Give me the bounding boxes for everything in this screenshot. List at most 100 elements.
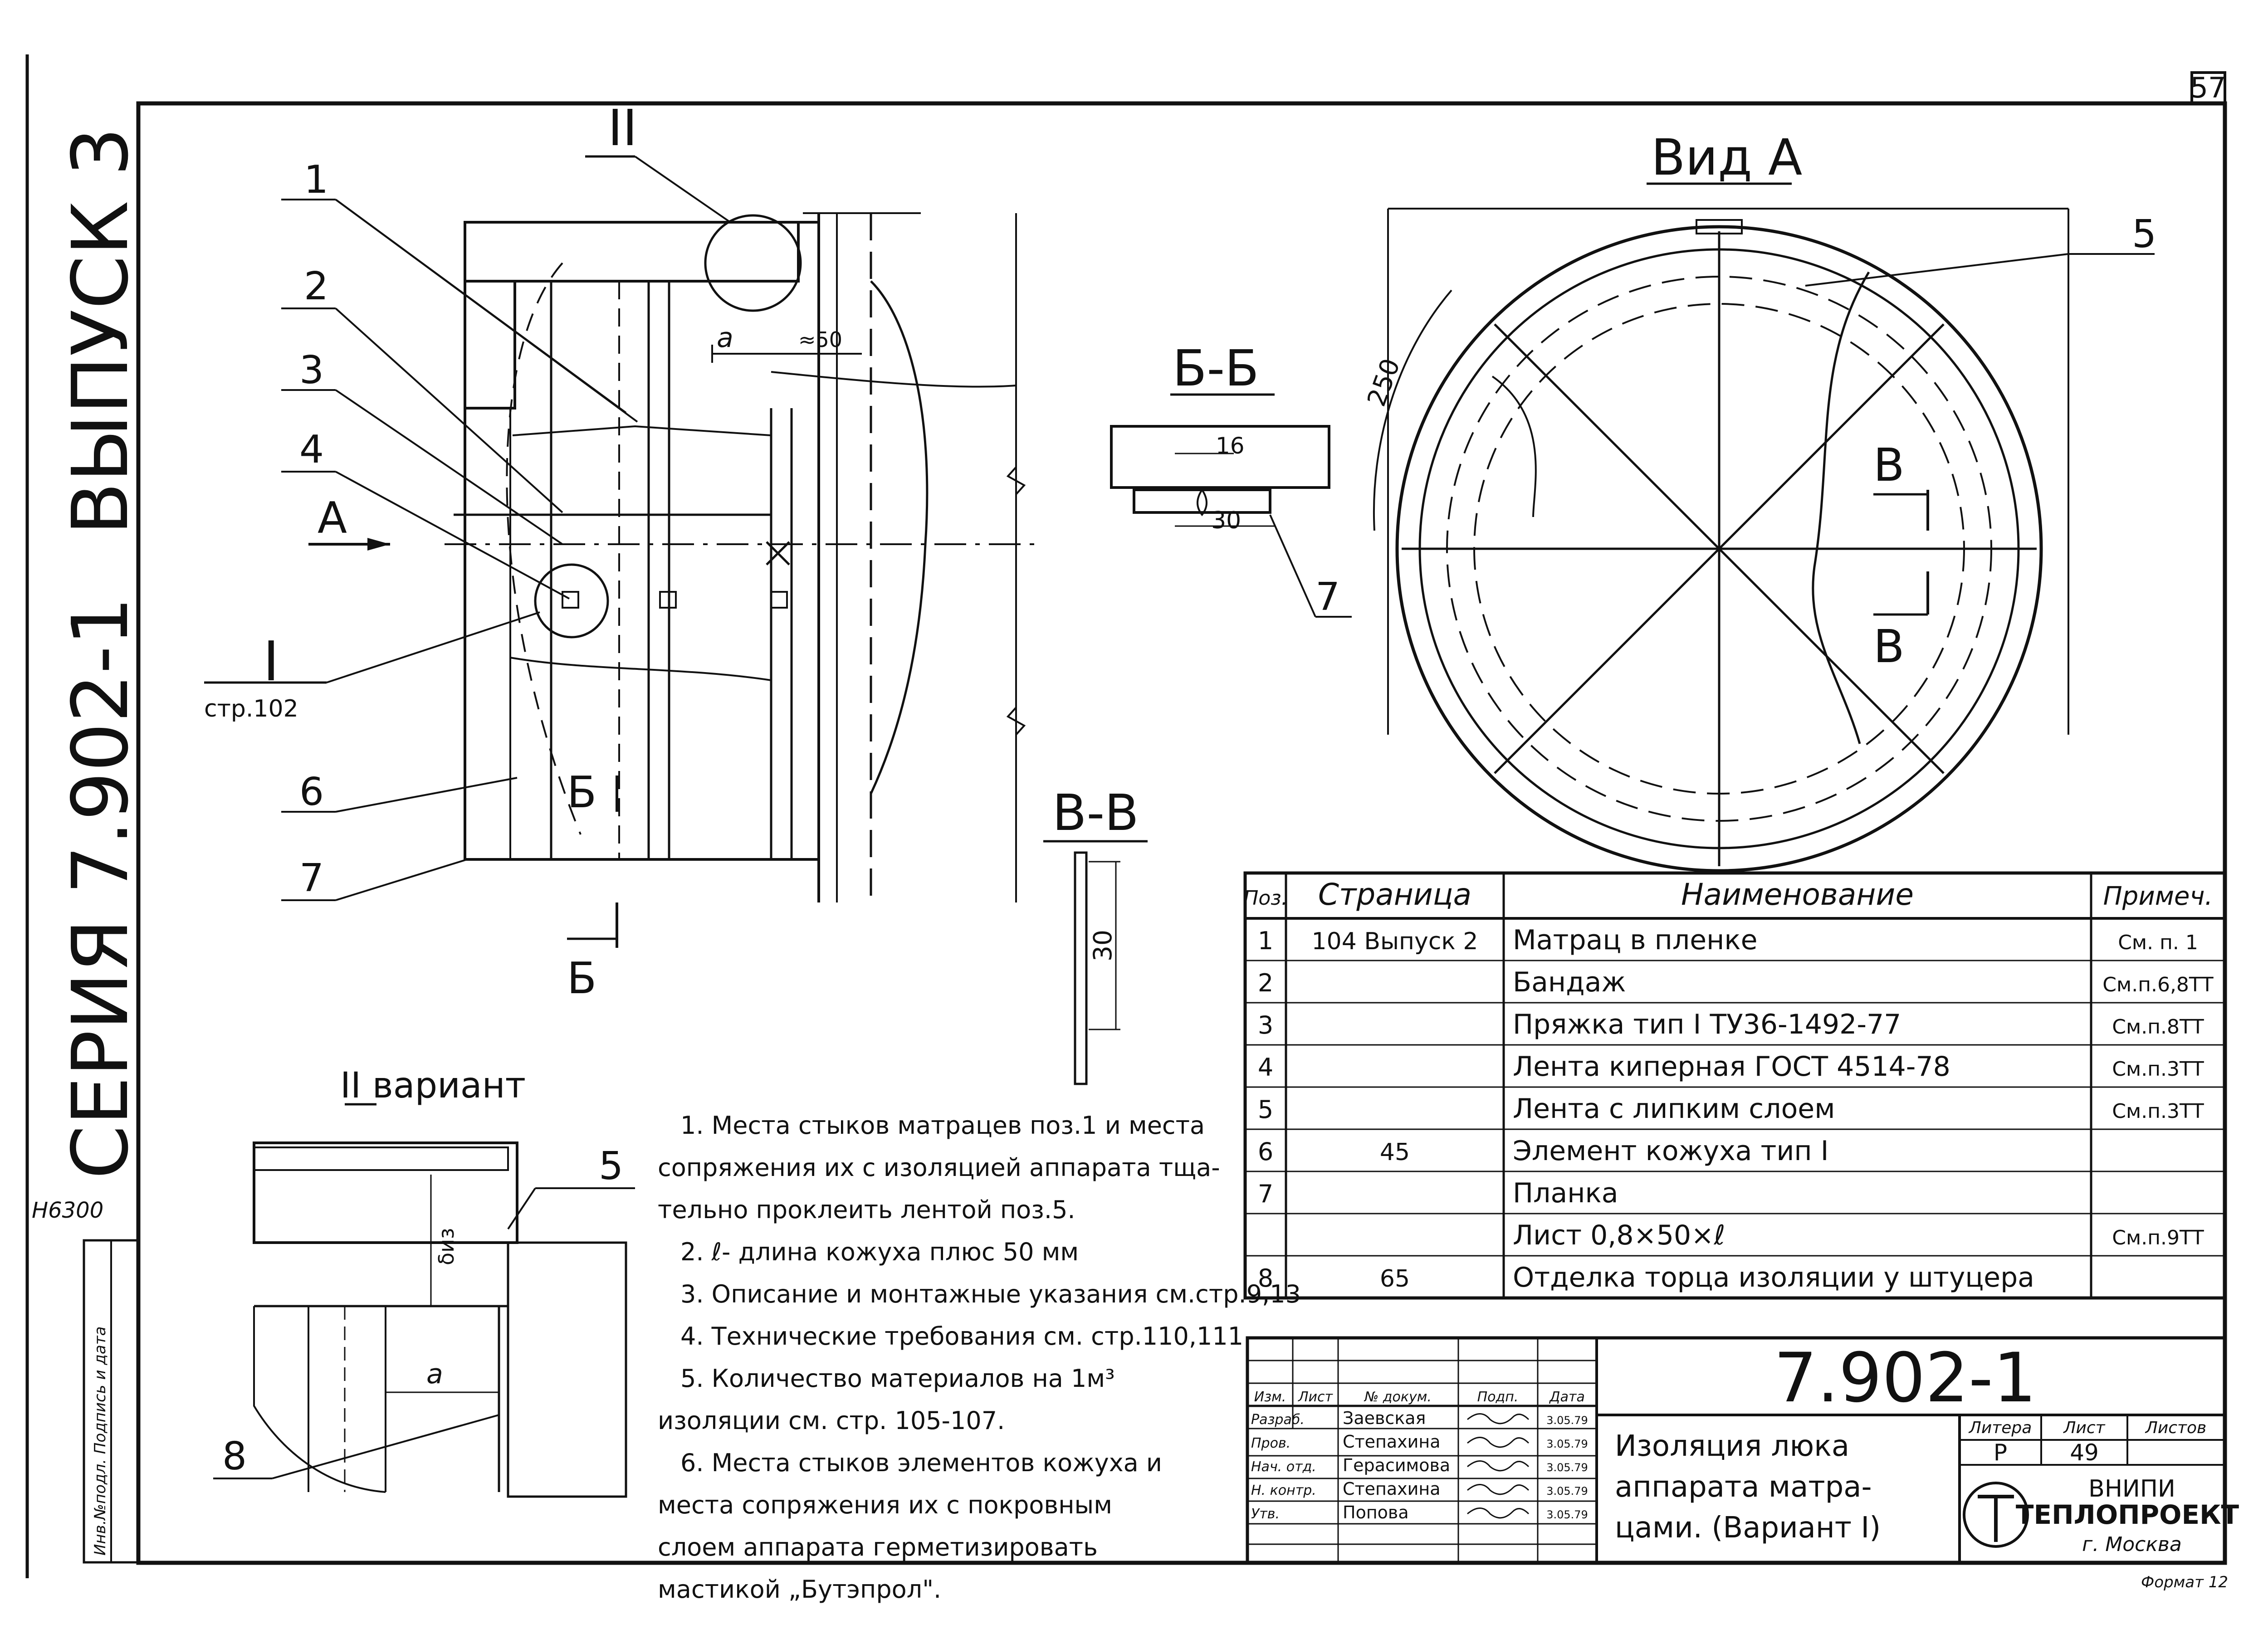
signature-mark <box>1467 1507 1530 1519</box>
doc-number: 7.902-1 <box>1774 1339 2037 1418</box>
roman-1-label: I <box>263 630 279 693</box>
callout-1: 1 <box>304 157 328 202</box>
spec-table-cell: Элемент кожуха тип I <box>1513 1135 1828 1167</box>
org-line-2: ТЕПЛОПРОЕКТ <box>2016 1499 2239 1530</box>
spec-table-cell: См.п.3ТТ <box>2112 1058 2204 1081</box>
page-number-box: 57 <box>2190 71 2226 105</box>
signature-mark <box>1467 1460 1530 1472</box>
note-line: изоляции см. стр. 105-107. <box>658 1406 1005 1435</box>
callout-7-bb: 7 <box>1315 575 1340 619</box>
person-role: Разраб. <box>1251 1412 1305 1428</box>
callout-7: 7 <box>299 856 324 901</box>
callout-6: 6 <box>299 770 324 815</box>
flange-outer-circle <box>1395 225 2043 873</box>
title-block-header-cell: Изм. <box>1254 1389 1286 1405</box>
person-name: Степахина <box>1343 1432 1441 1452</box>
note-line: 5. Количество материалов на 1м³ <box>680 1364 1115 1393</box>
signature-mark <box>1467 1413 1530 1424</box>
spec-table-cell: 1 <box>1258 927 1273 955</box>
cut-b-bottom-label: Б <box>567 954 596 1004</box>
stage-header: Литера <box>1968 1419 2032 1437</box>
spec-table-cell: См.п.9ТТ <box>2112 1226 2204 1249</box>
issue-label: ВЫПУСК 3 <box>56 127 146 535</box>
sheets-header: Листов <box>2145 1419 2206 1437</box>
sheet-header: Лист <box>2063 1419 2105 1437</box>
title-line-2: аппарата матра- <box>1615 1470 1872 1504</box>
callout-4: 4 <box>299 427 324 472</box>
spec-header-cell: Поз. <box>1243 887 1287 910</box>
spec-table-cell: 2 <box>1258 969 1273 997</box>
roman-1-ref: стр.102 <box>204 695 298 722</box>
note-line: 6. Места стыков элементов кожуха и <box>680 1449 1162 1477</box>
spec-table-cell: Лента киперная ГОСТ 4514-78 <box>1513 1051 1950 1083</box>
note-line: 3. Описание и монтажные указания см.стр.… <box>680 1280 1301 1308</box>
note-line: мастикой „Бутэпрол". <box>658 1575 941 1604</box>
spec-table-cell: 7 <box>1258 1180 1273 1208</box>
arrow-a-label: А <box>318 493 347 543</box>
spec-table-cell: См. п. 1 <box>2118 931 2198 954</box>
section-vv: В-В 30 <box>1043 784 1148 1085</box>
spec-table-cell: Пряжка тип I ТУ36-1492-77 <box>1513 1009 1901 1040</box>
note-line: сопряжения их с изоляцией аппарата тща- <box>658 1153 1220 1182</box>
title-block-header-cell: № докум. <box>1364 1389 1432 1405</box>
spec-table-cell: См.п.6,8ТТ <box>2102 973 2214 996</box>
spec-table-cell: 4 <box>1258 1053 1273 1082</box>
spec-table-cell: 65 <box>1380 1265 1410 1293</box>
spec-table-cell: Лист 0,8×50×ℓ <box>1513 1219 1725 1251</box>
note-line: слоем аппарата герметизировать <box>658 1533 1098 1561</box>
callout-3: 3 <box>299 348 324 393</box>
variant-2-label: II вариант <box>340 1065 526 1106</box>
person-role: Нач. отд. <box>1251 1459 1316 1475</box>
person-date: 3.05.79 <box>1546 1438 1588 1450</box>
callout-5-variant: 5 <box>599 1144 623 1189</box>
title-block-header-cell: Лист <box>1298 1389 1334 1405</box>
notes-block: 1. Места стыков матрацев поз.1 и места со… <box>658 1111 1301 1604</box>
view-a-label: Вид А <box>1651 128 1802 186</box>
title-line-1: Изоляция люка <box>1615 1429 1849 1463</box>
signature-mark <box>1467 1484 1530 1495</box>
org-logo <box>1963 1482 2029 1548</box>
person-role: Пров. <box>1251 1435 1290 1451</box>
format-note: Формат 12 <box>2141 1573 2228 1591</box>
stage-value: Р <box>1994 1439 2007 1466</box>
delta-iz: δиз <box>434 1228 459 1266</box>
view-a: Вид А 250 5 В В <box>1362 128 2156 873</box>
side-strip: ВЫПУСК 3 СЕРИЯ 7.902-1 Н6300 Инв.№подл. … <box>32 127 146 1564</box>
main-section-view: a ≈50 II А I стр.102 1 2 3 4 6 7 <box>204 99 1043 1004</box>
signature-mark <box>1467 1437 1530 1448</box>
spec-table-cell: 8 <box>1258 1264 1273 1293</box>
spec-table-cell: 45 <box>1380 1139 1410 1166</box>
dim-30-vv: 30 <box>1088 930 1117 961</box>
org-city: г. Москва <box>2082 1533 2182 1556</box>
person-name: Попова <box>1343 1502 1409 1522</box>
spec-table-cell: См.п.3ТТ <box>2112 1100 2204 1123</box>
dim-30-bb: 30 <box>1211 507 1241 534</box>
dim-a-variant: a <box>426 1358 443 1390</box>
sheet-value: 49 <box>2070 1439 2099 1466</box>
cut-v-lower: В <box>1873 620 1905 673</box>
cut-v-upper: В <box>1873 439 1905 492</box>
person-name: Герасимова <box>1343 1455 1450 1475</box>
detail-circle-2 <box>704 214 802 312</box>
note-line: 1. Места стыков матрацев поз.1 и места <box>680 1111 1205 1140</box>
section-bb: Б-Б 16 30 7 <box>1110 339 1352 619</box>
person-date: 3.05.79 <box>1546 1508 1588 1521</box>
note-line: тельно проклеить лентой поз.5. <box>658 1195 1075 1224</box>
org-line-1: ВНИПИ <box>2088 1475 2175 1502</box>
title-block-header-cell: Подп. <box>1477 1389 1519 1405</box>
callout-2: 2 <box>304 264 328 309</box>
title-block-header-cell: Дата <box>1549 1389 1585 1405</box>
person-date: 3.05.79 <box>1546 1414 1588 1427</box>
spec-header-cell: Наименование <box>1681 877 1914 912</box>
spec-table-cell: Лента с липким слоем <box>1513 1093 1835 1125</box>
sheet-frame <box>136 101 2227 1565</box>
callout-5-view: 5 <box>2132 212 2156 257</box>
title-line-3: цами. (Вариант I) <box>1615 1511 1881 1545</box>
roman-2-label: II <box>608 99 637 157</box>
spec-table-cell: 104 Выпуск 2 <box>1312 928 1478 955</box>
note-line: места сопряжения их с покровным <box>658 1491 1112 1519</box>
page-number: 57 <box>2190 71 2226 104</box>
person-role: Н. контр. <box>1251 1483 1316 1498</box>
person-name: Заевская <box>1343 1408 1426 1428</box>
